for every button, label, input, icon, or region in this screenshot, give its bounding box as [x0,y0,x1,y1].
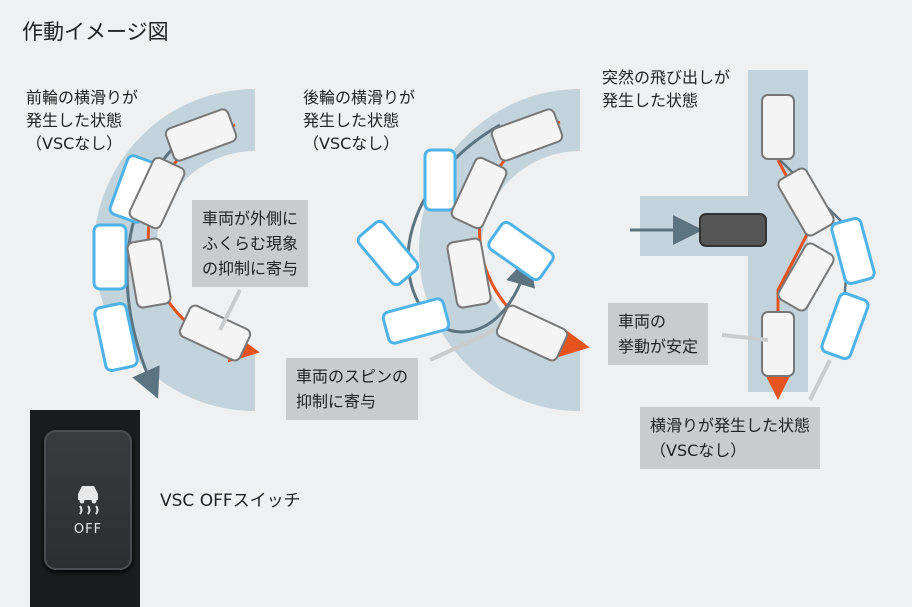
front-vsc-cars [126,108,252,362]
rear-skid-cars [356,148,555,345]
sudden-vsc-cars [761,94,835,377]
sudden-obstacle-label: 突然の飛び出しが 発生した状態 [602,68,731,110]
sudden-skid-cars [820,217,876,361]
vsc-off-switch-caption: VSC OFFスイッチ [160,491,301,511]
front-skid-label: 前輪の横滑りが 発生した状態 （VSCなし） [26,88,139,153]
skid-car-icon [78,486,99,515]
page-title: 作動イメージ図 [22,20,169,44]
front-skid-cars [92,154,162,373]
rear-skid-label: 後輪の横滑りが 発生した状態 （VSCなし） [303,88,416,153]
off-text: OFF [73,522,103,537]
vsc-off-button: OFF [44,430,132,570]
callout-outward-suppression: 車両が外側に ふくらむ現象 の抑制に寄与 [192,200,309,287]
rear-vsc-cars [446,108,569,362]
callout-spin-suppression: 車両のスピンの 抑制に寄与 [286,358,419,420]
vsc-off-switch-photo: OFF [30,410,140,607]
callout-sideslip-state: 横滑りが発生した状態 （VSCなし） [640,407,821,469]
callout-stable-behavior: 車両の 挙動が安定 [608,303,709,365]
obstacle-car [699,213,767,247]
